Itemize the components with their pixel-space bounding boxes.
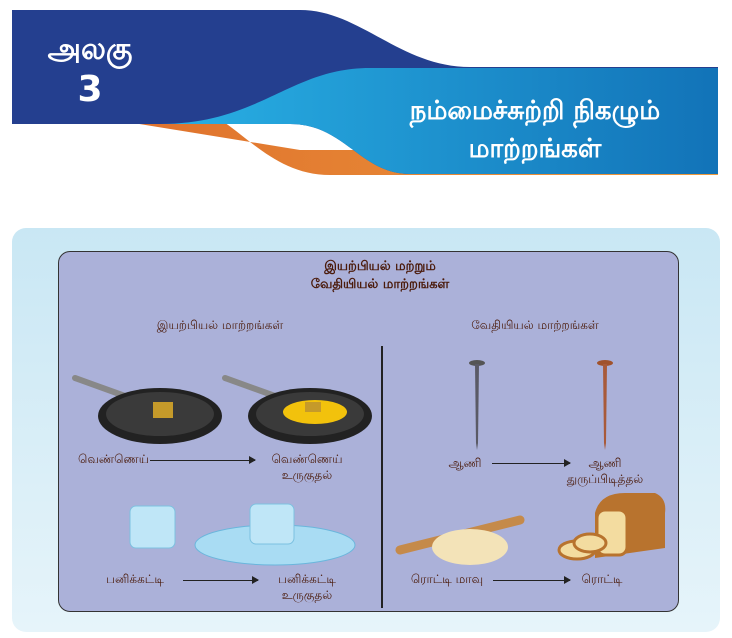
bread-label: ரொட்டி <box>581 572 623 586</box>
melted-butter-pan-image <box>222 375 372 444</box>
dough-image <box>395 515 525 565</box>
chapter-banner <box>12 10 718 175</box>
arrow <box>150 456 256 464</box>
rusting-label: ஆணிதுருப்பிடித்தல் <box>566 456 644 486</box>
ice-melting-label: பனிக்கட்டிஉருகுதல் <box>278 572 336 602</box>
nail-image <box>469 360 485 450</box>
rusted-nail-image <box>597 360 613 450</box>
butter-pan-image <box>72 375 222 444</box>
arrow <box>492 459 571 467</box>
chemical-heading: வேதியியல் மாற்றங்கள் <box>471 318 599 332</box>
physical-heading: இயற்பியல் மாற்றங்கள் <box>156 318 284 332</box>
bread-image <box>557 493 666 561</box>
butter-label: வெண்ணெய் <box>78 452 149 466</box>
butter-melting-label: வெண்ணெய்உருகுதல் <box>271 452 343 482</box>
nail-label: ஆணி <box>448 456 482 470</box>
dough-label: ரொட்டி மாவு <box>410 572 484 586</box>
ice-images <box>129 503 356 566</box>
unit-label: அலகு3 <box>47 32 133 110</box>
divider <box>381 346 383 608</box>
ice-label: பனிக்கட்டி <box>106 572 164 586</box>
chapter-title: நம்மைச்சுற்றி நிகழும்மாற்றங்கள் <box>409 96 661 164</box>
arrow <box>183 576 259 584</box>
arrow <box>493 576 571 584</box>
panel-title: இயற்பியல் மற்றும்வேதியியல் மாற்றங்கள் <box>310 259 450 292</box>
